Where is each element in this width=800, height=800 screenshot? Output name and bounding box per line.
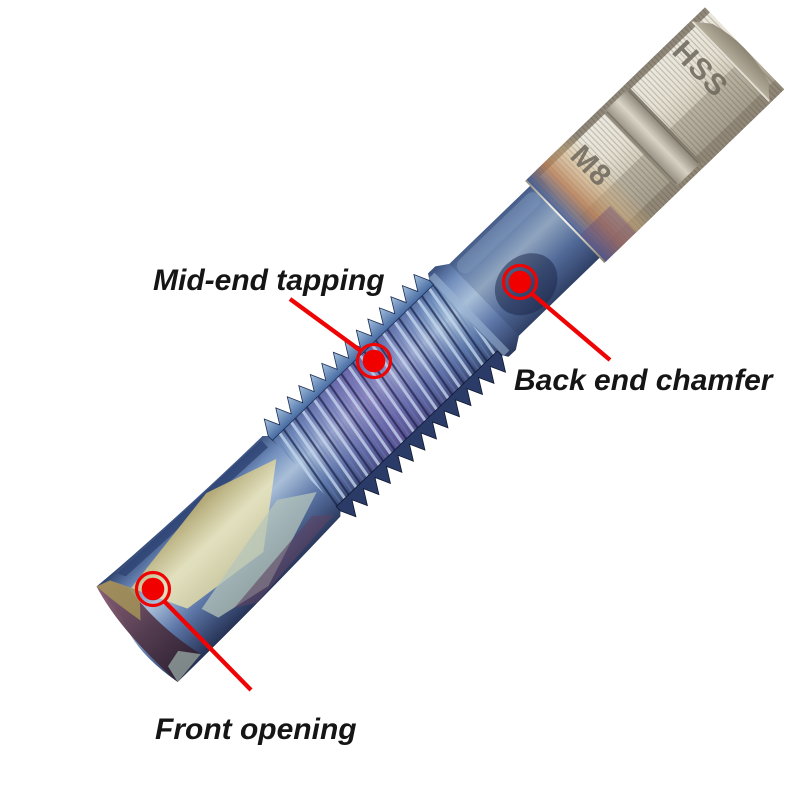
- leader-line-mid-end-tapping: [288, 297, 363, 353]
- target-marker-mid-end-tapping: [355, 342, 393, 380]
- thread-crests-bottom: [335, 350, 507, 518]
- heat-tint-transition: [526, 132, 655, 262]
- leader-line-back-end-chamfer: [529, 291, 612, 362]
- drill-tip: [96, 580, 201, 682]
- flute-section: [117, 440, 334, 618]
- target-marker-back-end-chamfer: [501, 263, 539, 301]
- annotation-label-front-opening: Front opening: [155, 713, 357, 746]
- target-marker-front-opening: [134, 570, 172, 608]
- annotation-label-mid-end-tapping: Mid-end tapping: [153, 264, 385, 297]
- thread-section: [263, 273, 507, 518]
- ball-detent-groove: [603, 87, 702, 188]
- annotation-overlay: Mid-end tapping Back end chamfer Front o…: [134, 263, 775, 746]
- leader-line-front-opening: [162, 599, 253, 692]
- drill-bit: HSS M8: [96, 7, 785, 682]
- annotation-label-back-end-chamfer: Back end chamfer: [514, 364, 775, 397]
- hex-shank: HSS M8: [525, 7, 785, 263]
